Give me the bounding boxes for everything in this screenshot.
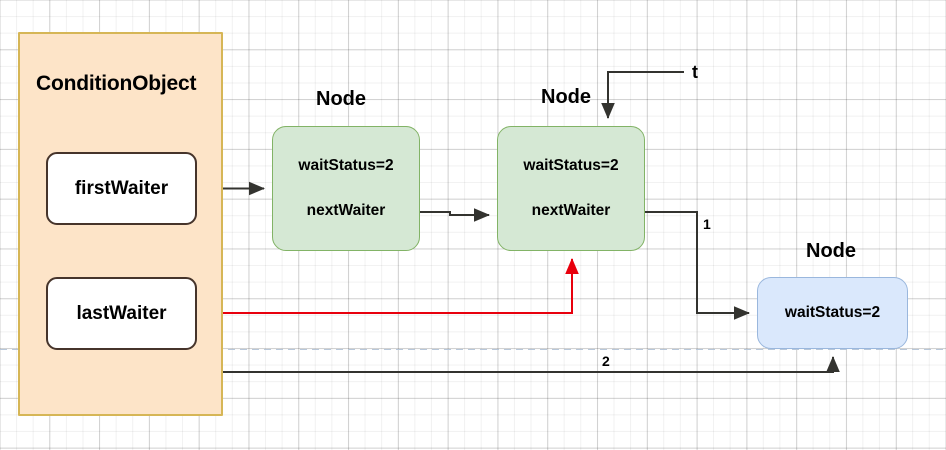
node1-box[interactable]: waitStatus=2 nextWaiter: [272, 126, 420, 251]
node2-box[interactable]: waitStatus=2 nextWaiter: [497, 126, 645, 251]
node2-caption: Node: [541, 86, 591, 108]
edge-node2-nextwaiter-to-node3: [633, 211, 750, 320]
node3-caption: Node: [806, 240, 856, 262]
edge-label-one: 1: [703, 216, 711, 232]
node3-waitstatus-label: waitStatus=2: [784, 304, 881, 321]
edge-label-t: t: [692, 62, 698, 82]
first-waiter-box[interactable]: firstWaiter: [46, 152, 197, 225]
edge-label-two: 2: [602, 353, 610, 369]
node1-nextwaiter-label: nextWaiter: [306, 202, 386, 219]
edge-t-to-node2: [601, 71, 684, 119]
last-waiter-box[interactable]: lastWaiter: [46, 277, 197, 350]
node3-box[interactable]: waitStatus=2: [757, 277, 908, 349]
first-waiter-label: firstWaiter: [74, 177, 169, 199]
edge-node1-nextwaiter-to-node2: [408, 208, 490, 222]
last-waiter-label: lastWaiter: [76, 302, 167, 324]
node2-nextwaiter-label: nextWaiter: [531, 202, 611, 219]
edge-lastwaiter-to-node3: [119, 350, 840, 373]
edge-lastwaiter-to-node2-red: [197, 258, 579, 314]
node1-caption: Node: [316, 88, 366, 110]
node1-waitstatus-label: waitStatus=2: [298, 157, 394, 174]
condition-object-title: ConditionObject: [36, 72, 197, 95]
node2-waitstatus-label: waitStatus=2: [523, 157, 619, 174]
